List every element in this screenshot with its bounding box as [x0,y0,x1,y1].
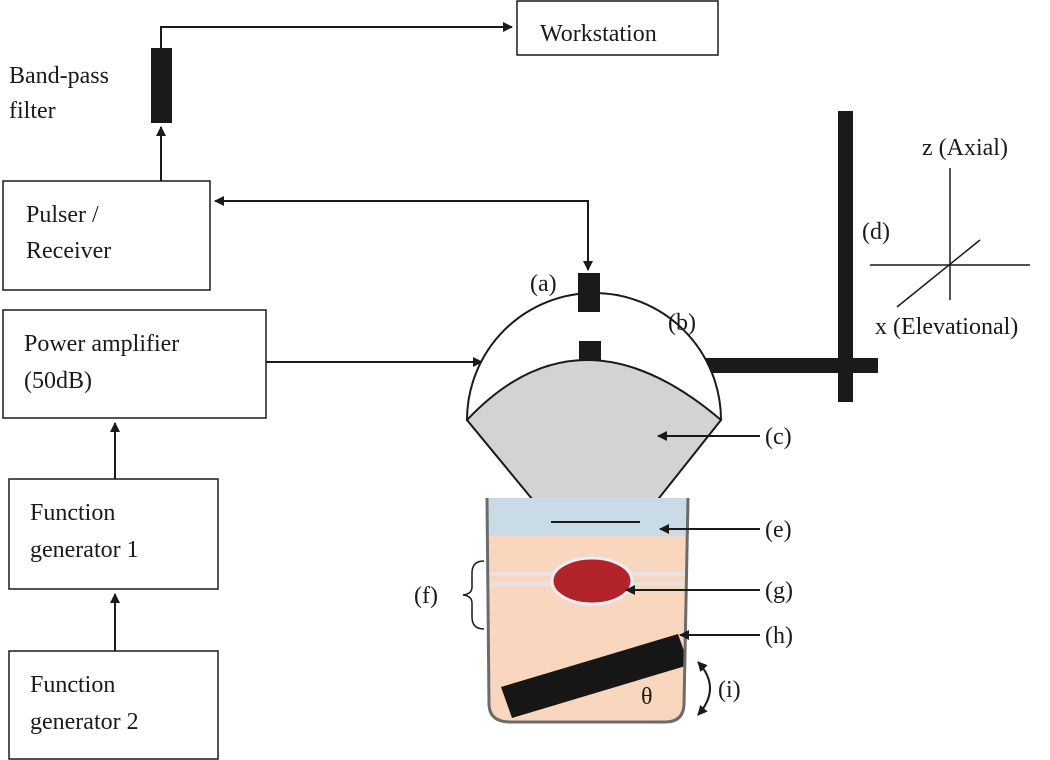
target-lesion [550,556,634,606]
tilt-angle-arrow [697,661,711,716]
band-pass-filter-label-line2: filter [9,98,56,124]
label-h-leader: (h) [679,623,793,649]
signal-connections [110,22,593,651]
axial-axis-label: z (Axial) [922,135,1008,161]
power-amplifier-box: Power amplifier (50dB) [2,309,267,419]
label-h: (h) [765,623,793,649]
label-i: (i) [718,677,741,703]
pulser-receiver-box: Pulser / Receiver [2,180,211,291]
sample-container: θ [485,497,690,724]
label-f-bracket: (f) [414,560,485,630]
coordinate-axes [870,168,1030,308]
label-g: (g) [765,578,793,604]
elevational-axis-label: x (Elevational) [875,314,1018,340]
function-generator-1-label-line2: generator 1 [30,537,139,563]
function-generator-2-label-line2: generator 2 [30,709,139,735]
label-c: (c) [765,424,792,450]
positioning-arm [692,111,878,402]
elevational-axis [896,239,981,308]
label-i-angle: (i) [697,661,741,716]
function-generator-2-box: Function generator 2 [8,650,219,760]
label-b: (b) [668,310,696,336]
probe-tip [579,341,601,361]
theta-label: θ [641,684,653,710]
imaging-probe [578,273,600,312]
pulser-receiver-label-line2: Receiver [26,238,111,264]
filter-to-workstation-arrow [160,22,513,48]
acoustic-absorber [501,634,688,718]
workstation-box: Workstation [516,0,719,56]
pulser-receiver-label-line1: Pulser / [26,202,99,228]
function-generator-1-box: Function generator 1 [8,478,219,590]
hifu-transducer [465,273,723,523]
function-generator-1-label-line1: Function [30,500,115,526]
label-a: (a) [530,271,557,297]
label-e: (e) [765,517,792,543]
workstation-label: Workstation [540,21,657,47]
label-d: (d) [862,219,890,245]
phantom-brace [462,560,485,630]
power-amplifier-label-line1: Power amplifier [24,331,179,357]
function-generator-2-label-line1: Function [30,672,115,698]
band-pass-filter: Band-pass filter [9,48,172,124]
band-pass-filter-label-line1: Band-pass [9,63,109,89]
label-g-leader: (g) [625,578,793,604]
container-wall [485,497,690,724]
transducer-focusing-cone [465,359,723,523]
label-f: (f) [414,583,438,609]
power-amplifier-label-line2: (50dB) [24,368,92,394]
target-membrane [488,572,688,586]
label-c-leader: (c) [657,424,792,450]
pulser-to-transducer-arrow [214,196,593,271]
water-layer [487,498,688,536]
label-e-leader: (e) [659,517,792,543]
